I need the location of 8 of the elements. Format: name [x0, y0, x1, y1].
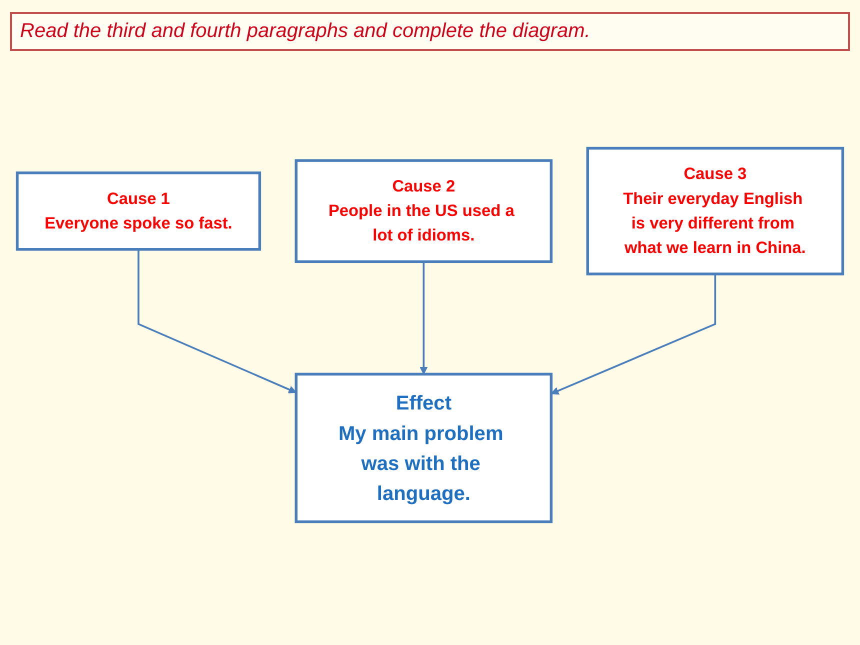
arrow	[138, 249, 296, 394]
node-box: Cause 1 Everyone spoke so fast.	[16, 171, 262, 251]
node-box: Effect My main problem was with the language.	[294, 372, 553, 524]
instruction-banner: Read the third and fourth paragraphs and complete the diagram.	[10, 12, 850, 51]
node-box: Cause 2 People in the US used a lot of idioms.	[294, 159, 553, 264]
arrow	[420, 262, 428, 375]
node-box: Cause 3 Their everyday English is very different from what we learn in China.	[586, 146, 844, 276]
arrow	[550, 274, 716, 395]
